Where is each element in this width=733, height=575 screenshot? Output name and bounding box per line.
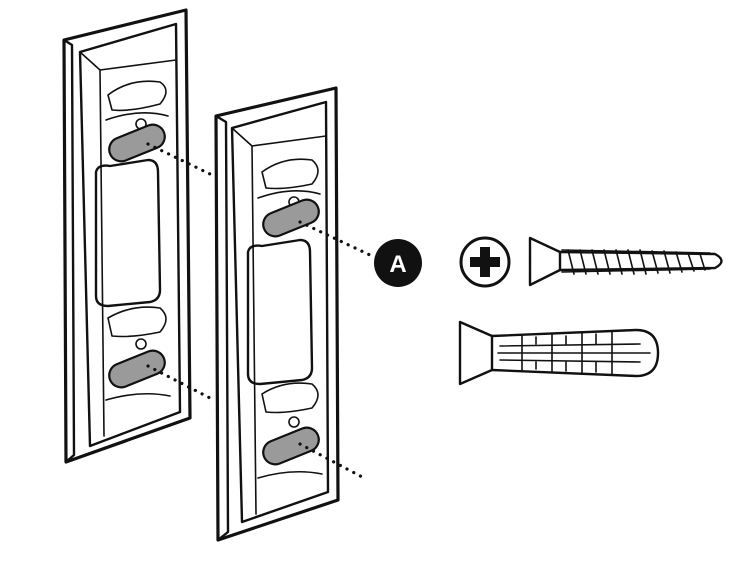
wedge-bracket-front [214,86,340,542]
screw-icon [528,236,723,287]
wall-anchor-icon [458,320,660,386]
screw-slot-front-top [262,198,320,238]
screw-slot-front-bottom [262,426,320,466]
phillips-screwdriver-icon [459,236,511,288]
screw-slot-back-top [108,123,166,163]
screw-slot-back-bottom [108,349,166,389]
callout-label: A [389,251,406,278]
wedge-bracket-back [62,8,192,464]
leader-front-bottom [298,442,366,480]
callout-a: A [374,239,422,287]
